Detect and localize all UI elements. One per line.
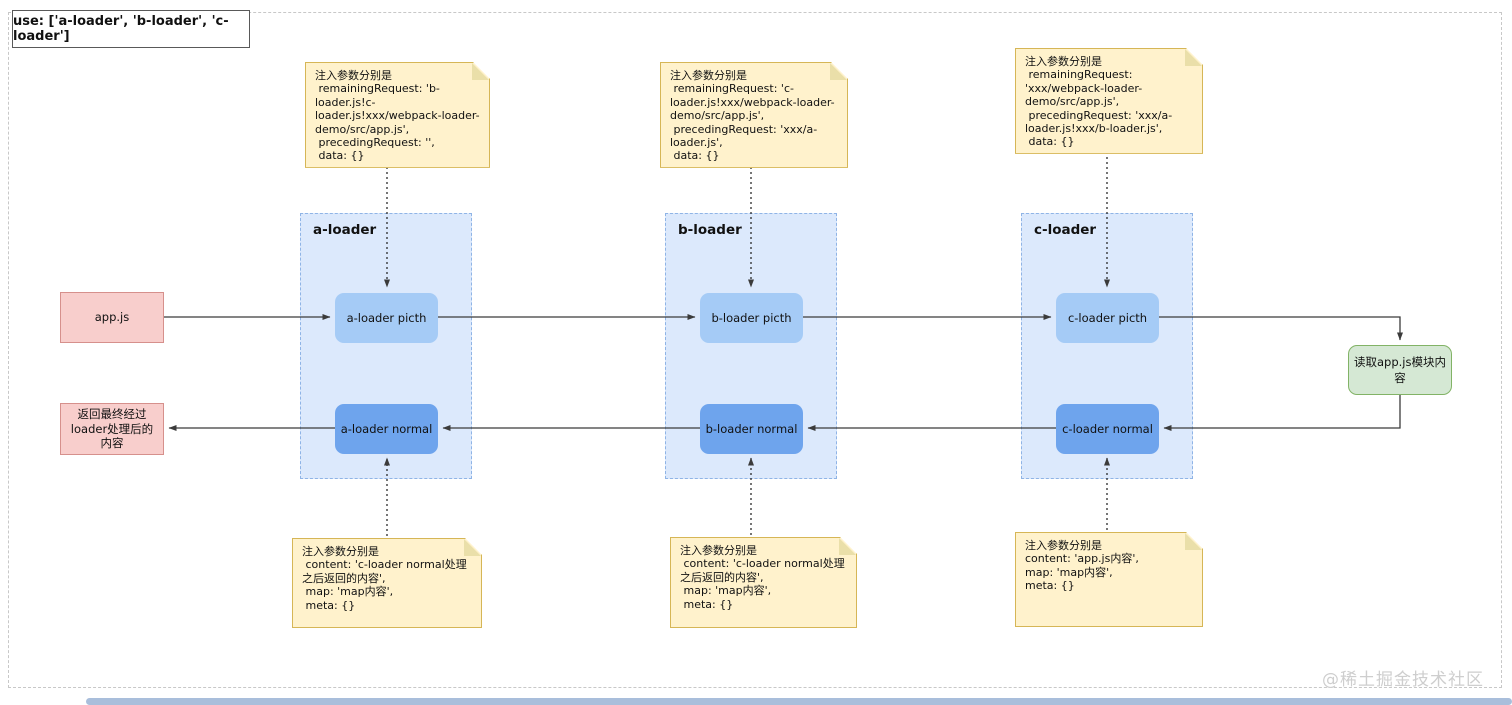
- input-appjs-box: app.js: [60, 292, 164, 343]
- use-config-label: use: ['a-loader', 'b-loader', 'c-loader'…: [13, 14, 229, 44]
- lane-b-loader: b-loader b-loader picth b-loader normal: [665, 213, 837, 479]
- note-b-loader-normal-params: 注入参数分别是 content: 'c-loader normal处理之后返回的…: [670, 537, 857, 628]
- final-output-box: 返回最终经过loader处理后的内容: [60, 403, 164, 455]
- b-loader-normal-box: b-loader normal: [700, 404, 803, 454]
- note-a-loader-normal-params: 注入参数分别是 content: 'c-loader normal处理之后返回的…: [292, 538, 482, 628]
- horizontal-scrollbar-thumb[interactable]: [86, 698, 1512, 705]
- lane-c-loader-label: c-loader: [1034, 222, 1097, 238]
- a-loader-normal-box: a-loader normal: [335, 404, 438, 454]
- read-appjs-box: 读取app.js模块内容: [1348, 345, 1452, 395]
- lane-a-loader: a-loader a-loader picth a-loader normal: [300, 213, 472, 479]
- a-loader-pitch-box: a-loader picth: [335, 293, 438, 343]
- c-loader-pitch-box: c-loader picth: [1056, 293, 1159, 343]
- note-c-loader-pitch-params: 注入参数分别是 remainingRequest: 'xxx/webpack-l…: [1015, 48, 1203, 154]
- lane-c-loader: c-loader c-loader picth c-loader normal: [1021, 213, 1193, 479]
- b-loader-pitch-box: b-loader picth: [700, 293, 803, 343]
- page-border: [8, 12, 1502, 688]
- c-loader-normal-box: c-loader normal: [1056, 404, 1159, 454]
- lane-b-loader-label: b-loader: [678, 222, 742, 238]
- note-b-loader-pitch-params: 注入参数分别是 remainingRequest: 'c-loader.js!x…: [660, 62, 848, 168]
- use-config-title: use: ['a-loader', 'b-loader', 'c-loader'…: [12, 10, 250, 48]
- juejin-watermark: @稀土掘金技术社区: [1322, 670, 1484, 690]
- lane-a-loader-label: a-loader: [313, 222, 377, 238]
- note-c-loader-normal-params: 注入参数分别是 content: 'app.js内容', map: 'map内容…: [1015, 532, 1203, 627]
- note-a-loader-pitch-params: 注入参数分别是 remainingRequest: 'b-loader.js!c…: [305, 62, 490, 168]
